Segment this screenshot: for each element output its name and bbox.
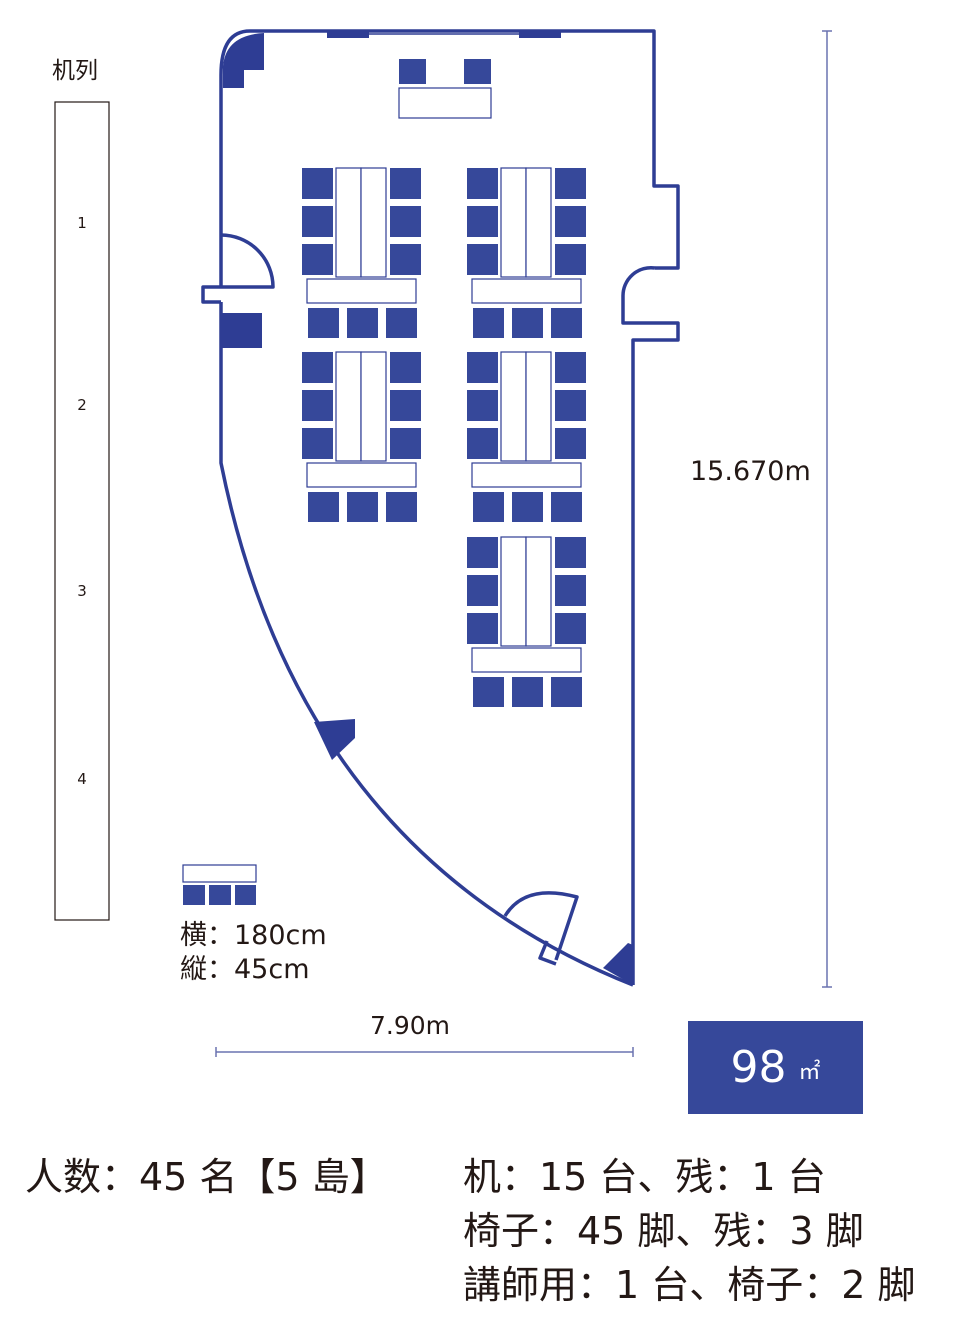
desk-depth-label: 縦：45cm [180, 954, 310, 985]
area-badge: 98 ㎡ [688, 1021, 863, 1114]
chair [302, 244, 333, 275]
area-value: 98 [730, 1042, 787, 1093]
chair [473, 308, 504, 338]
chair [302, 390, 333, 421]
room-outline [201, 29, 680, 987]
desk-island [467, 536, 586, 707]
desk [360, 167, 387, 278]
desk [306, 462, 417, 488]
chair [347, 492, 378, 522]
chair [551, 677, 582, 707]
chair [467, 428, 498, 459]
chair [512, 492, 543, 522]
chair [302, 168, 333, 199]
desk [306, 278, 417, 304]
desk [335, 351, 362, 462]
chair [555, 390, 586, 421]
chair [390, 206, 421, 237]
desk [525, 167, 552, 278]
top-window-marks [327, 30, 561, 38]
chair [302, 206, 333, 237]
chair [467, 613, 498, 644]
row-number-3: 3 [77, 582, 87, 600]
dimension-horizontal-label: 7.90m [370, 1011, 451, 1040]
chair [555, 352, 586, 383]
chair [555, 613, 586, 644]
chair [390, 428, 421, 459]
desk [471, 647, 582, 673]
area-unit: ㎡ [798, 1059, 821, 1085]
dimension-vertical-label: 15.670m [690, 456, 811, 487]
chair [390, 168, 421, 199]
desk [500, 536, 527, 647]
chair [467, 390, 498, 421]
chair [302, 352, 333, 383]
desk [500, 351, 527, 462]
spec-desks: 机：15 台、残：1 台 [463, 1155, 826, 1199]
spec-chairs: 椅子：45 脚、残：3 脚 [463, 1209, 864, 1253]
chair [467, 168, 498, 199]
chair [390, 244, 421, 275]
desk-island [467, 167, 586, 338]
desk [525, 351, 552, 462]
chair [386, 492, 417, 522]
desk [471, 462, 582, 488]
dimension-horizontal-line [215, 1047, 634, 1057]
chair [467, 352, 498, 383]
chair [473, 492, 504, 522]
desk [335, 167, 362, 278]
desk-width-label: 横：180cm [180, 920, 327, 951]
chair [555, 537, 586, 568]
chair [467, 206, 498, 237]
chair [555, 428, 586, 459]
desk [500, 167, 527, 278]
capacity-summary: 人数：45 名【5 島】 [25, 1155, 388, 1199]
chair [386, 308, 417, 338]
dimension-vertical-line [822, 30, 832, 988]
chair [467, 575, 498, 606]
desk-island [302, 167, 421, 338]
chair [467, 537, 498, 568]
chair [467, 244, 498, 275]
desk-islands [302, 167, 586, 707]
chair [551, 492, 582, 522]
desk-island [467, 351, 586, 522]
spec-lecturer: 講師用：1 台、椅子：2 脚 [463, 1263, 916, 1307]
row-number-2: 2 [77, 396, 87, 414]
chair [473, 677, 504, 707]
chair [555, 168, 586, 199]
pillars [221, 33, 633, 985]
chair [512, 677, 543, 707]
legend-desk [182, 864, 257, 905]
row-number-4: 4 [77, 770, 87, 788]
chair [555, 575, 586, 606]
chair [551, 308, 582, 338]
chair [512, 308, 543, 338]
chair [347, 308, 378, 338]
chair [390, 352, 421, 383]
chair [302, 428, 333, 459]
chair [308, 308, 339, 338]
lectern [398, 59, 492, 119]
desk [525, 536, 552, 647]
chair [555, 206, 586, 237]
chair [390, 390, 421, 421]
chair [308, 492, 339, 522]
row-header: 机列 [52, 58, 98, 84]
desk [471, 278, 582, 304]
row-number-1: 1 [77, 214, 87, 232]
chair [555, 244, 586, 275]
desk-island [302, 351, 421, 522]
desk [360, 351, 387, 462]
row-strip [54, 101, 110, 921]
